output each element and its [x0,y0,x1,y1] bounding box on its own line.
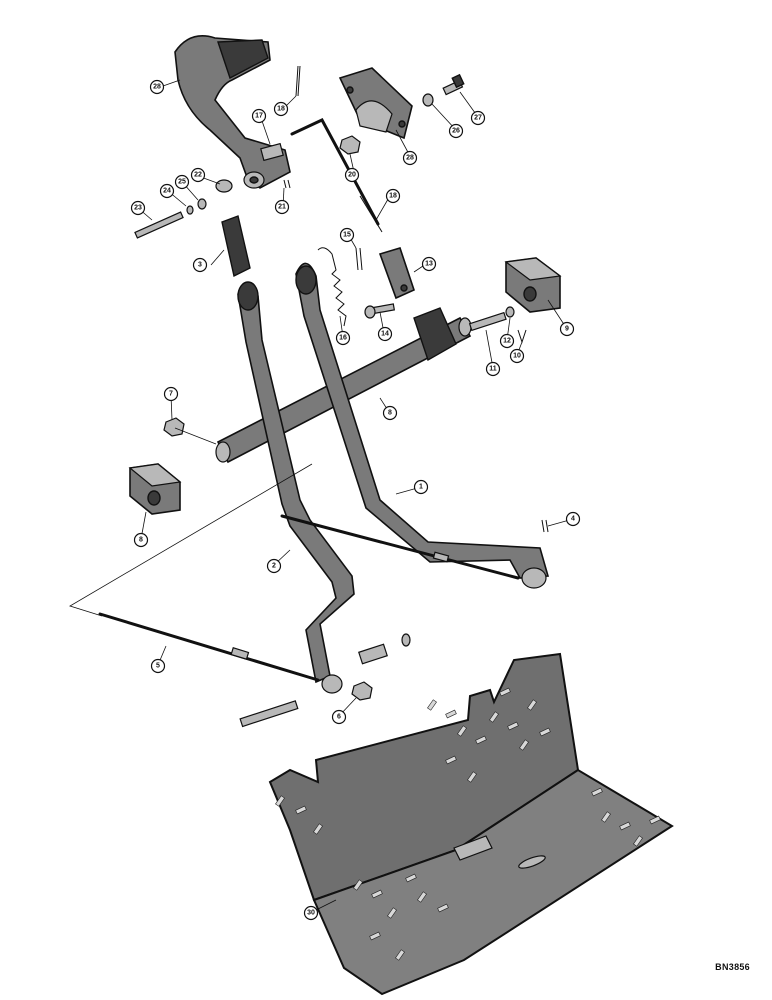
callout-8a: 8 [382,405,398,421]
callout-10: 10 [509,348,525,364]
svg-text:12: 12 [503,338,511,345]
pivot-block-right [504,257,562,313]
washer-lower [401,633,411,647]
svg-text:7: 7 [169,391,173,398]
nut-20 [339,135,361,155]
callout-20: 20 [344,167,360,183]
spacer-22 [215,179,233,193]
callout-27: 27 [470,110,486,126]
callout-22: 22 [190,167,206,183]
svg-text:15: 15 [343,232,351,239]
brake-rod [290,118,415,300]
return-spring [317,247,347,327]
callout-18a: 18 [273,101,289,117]
brake-pedal [174,35,291,189]
svg-text:2: 2 [272,563,276,570]
svg-text:13: 13 [425,261,433,268]
washer-26 [422,93,434,107]
svg-text:20: 20 [348,172,356,179]
lever-1 [295,262,550,589]
callout-26: 26 [448,123,464,139]
callout-28b: 28 [402,150,418,166]
washer-24 [186,205,194,215]
svg-text:10: 10 [513,353,521,360]
callout-1: 1 [413,479,429,495]
pin-15 [355,247,363,271]
bolt-23 [134,211,184,239]
adjusting-rod-upper [280,514,520,580]
cotter-pin-19 [295,65,301,97]
cotter-21 [283,179,291,189]
callout-12: 12 [499,333,515,349]
floor-plate [268,652,674,996]
callout-11: 11 [485,361,501,377]
svg-text:17: 17 [255,113,263,120]
reference-code: BN3856 [715,962,750,972]
lever-grip [221,215,251,278]
callout-13: 13 [421,256,437,272]
svg-text:16: 16 [339,335,347,342]
pivot-block-left [128,463,182,515]
callout-28a: 28 [149,79,165,95]
svg-text:27: 27 [474,115,482,122]
svg-text:21: 21 [278,204,286,211]
pedal-bracket [338,67,413,140]
callout-8b: 8 [133,532,149,548]
svg-text:6: 6 [337,714,341,721]
svg-text:5: 5 [156,663,160,670]
nut-7 [163,417,185,437]
callout-6: 6 [331,709,347,725]
callout-24: 24 [159,183,175,199]
svg-text:24: 24 [163,188,171,195]
svg-text:28: 28 [406,155,414,162]
assembly-guide-line [69,463,313,617]
svg-text:25: 25 [178,179,186,186]
svg-text:9: 9 [565,326,569,333]
svg-text:26: 26 [452,128,460,135]
callout-17: 17 [251,108,267,124]
washer-12 [505,306,515,318]
svg-text:14: 14 [381,331,389,338]
callout-4: 4 [565,511,581,527]
svg-text:28: 28 [153,84,161,91]
bolt-lower [239,700,299,728]
svg-text:3: 3 [198,262,202,269]
callout-16: 16 [335,330,351,346]
callout-23: 23 [130,200,146,216]
svg-text:30: 30 [307,910,315,917]
bolt-11 [468,311,507,332]
clevis-pin-14 [364,303,396,319]
callout-30: 30 [303,905,319,921]
svg-text:4: 4 [571,516,575,523]
adjusting-rod-lower [98,612,320,682]
nut-6 [351,681,373,701]
svg-text:18: 18 [389,193,397,200]
lever-2 [237,281,355,694]
svg-text:23: 23 [134,205,142,212]
callout-5: 5 [150,658,166,674]
svg-text:1: 1 [419,484,423,491]
callout-14: 14 [377,326,393,342]
callout-9: 9 [559,321,575,337]
callout-2: 2 [266,558,282,574]
callout-18b: 18 [385,188,401,204]
tread-pattern-lower [353,787,661,961]
bolt-27 [442,73,465,96]
svg-text:18: 18 [277,106,285,113]
nut-10 [517,329,527,344]
svg-text:22: 22 [194,172,202,179]
callout-21: 21 [274,199,290,215]
svg-text:11: 11 [489,366,497,373]
svg-text:8: 8 [388,410,392,417]
pin-4 [541,519,549,533]
pin-lower [358,643,388,665]
callout-15: 15 [339,227,355,243]
callout-3: 3 [192,257,208,273]
washer-25 [197,198,207,210]
callout-7: 7 [163,386,179,402]
svg-text:8: 8 [139,537,143,544]
callout-25: 25 [174,174,190,190]
tread-pattern-upper [275,687,551,835]
